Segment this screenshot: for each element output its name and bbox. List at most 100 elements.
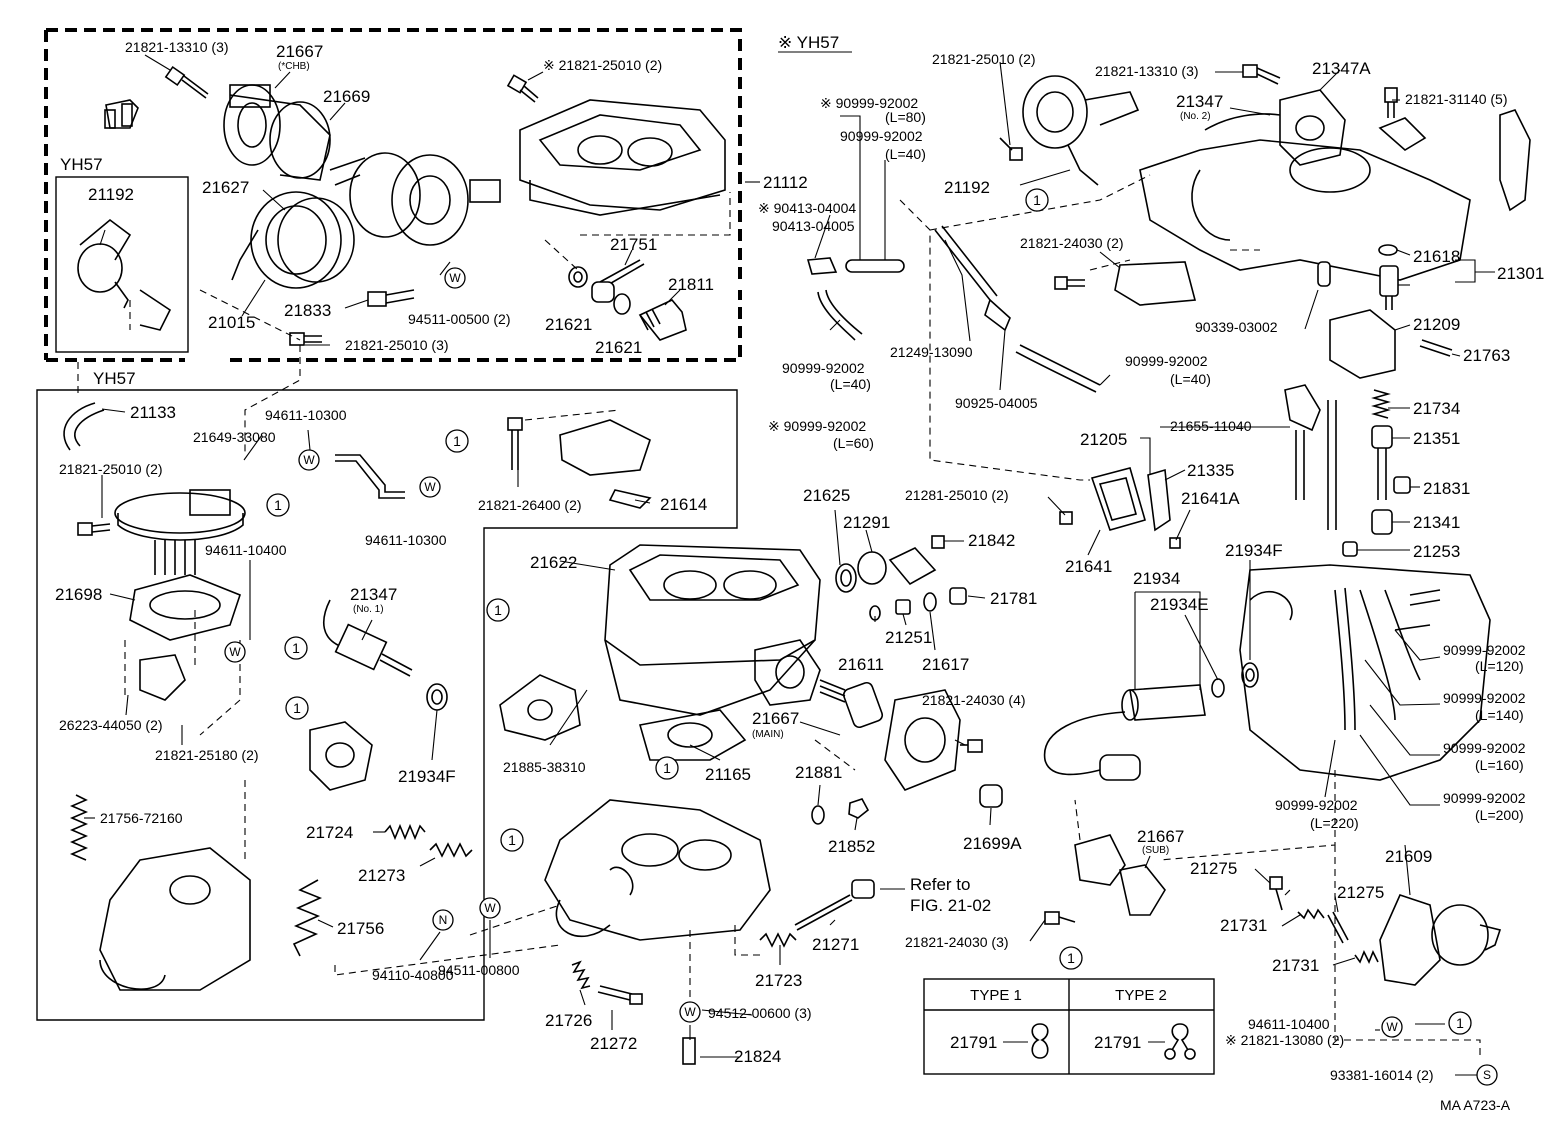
part-label: 21821-31140 (5): [1405, 91, 1507, 107]
part-label: 21301: [1497, 264, 1544, 283]
yh57-inset-b: [36, 389, 738, 1021]
part-label: 21669: [323, 87, 370, 106]
lever-21614: [559, 419, 652, 509]
valve-21347-no2: [1204, 89, 1346, 166]
part-label: 21618: [1413, 247, 1460, 266]
circled-1-e: 1: [486, 598, 510, 622]
part-label: 21253: [1413, 542, 1460, 561]
part-label: 21275: [1337, 883, 1384, 902]
part-label: 90999-92002: [782, 360, 865, 376]
sensor-21301: [1379, 265, 1399, 310]
part-label: 21756: [337, 919, 384, 938]
part-label: 21699A: [963, 834, 1022, 853]
part-label: 21821-24030 (4): [922, 692, 1026, 708]
part-label: 21821-25010 (2): [59, 461, 163, 477]
plug-90339: [1317, 261, 1331, 287]
svg-text:W: W: [484, 901, 496, 915]
spring-21734: [1371, 389, 1391, 419]
n-symbol: N: [432, 909, 454, 931]
hoses-90999-right: [1334, 587, 1441, 731]
circled-1-c: 1: [284, 636, 308, 660]
part-label: 21112: [763, 173, 808, 192]
part-label: 94611-10400: [205, 542, 287, 558]
hose-21133: [63, 402, 105, 451]
part-label: 90999-92002: [1125, 353, 1208, 369]
part-label: 21609: [1385, 847, 1432, 866]
part-label: (No. 2): [1180, 111, 1211, 122]
part-label: ※ 21821-25010 (2): [543, 57, 662, 73]
filter-90925-04005: [984, 298, 1011, 332]
part-label: 21934: [1133, 569, 1180, 588]
part-label: 21885-38310: [503, 759, 586, 775]
choke-housing-21667: [223, 84, 331, 181]
part-label: 21821-13310 (3): [125, 39, 229, 55]
part-label: (L=200): [1475, 807, 1524, 823]
plug-21781: [949, 587, 967, 605]
part-label: 21667: [276, 42, 323, 61]
s-symbol: S: [1476, 1064, 1498, 1086]
choke-cover-21627: [231, 191, 355, 289]
plug-21251: [895, 599, 911, 615]
part-label: 21621: [595, 338, 642, 357]
solenoid-assembly-21205: [1284, 384, 1321, 500]
spring-21273: [429, 842, 473, 858]
part-label: 21273: [358, 866, 405, 885]
hose-90999-92002-l40-b: [1015, 344, 1101, 393]
carburetor-throttle-body-yh57: [99, 847, 251, 991]
hose-90999-92002-l40: [817, 289, 863, 341]
circled-1-i: 1: [1059, 946, 1083, 970]
yh57-inset-a: [55, 176, 189, 353]
circled-1-d: 1: [285, 696, 309, 720]
part-label: 21724: [306, 823, 353, 842]
inset-label-yh57-a: YH57: [60, 155, 103, 174]
part-label: 21763: [1463, 346, 1510, 365]
part-label: 90999-92002: [840, 128, 923, 144]
clip-21641A: [1169, 537, 1181, 549]
part-label: 21667: [1137, 827, 1184, 846]
bolt-21821-13310-b: [1242, 64, 1281, 85]
part-label: 21934E: [1150, 595, 1209, 614]
part-labels: 21821-13310 (3) 21667 (*CHB) 21669 ※ 218…: [55, 39, 1544, 1083]
part-label: 90999-92002: [1443, 690, 1526, 706]
part-label: ※ 90999-92002: [820, 95, 918, 111]
part-label: 21781: [990, 589, 1037, 608]
nut-21852: [848, 798, 870, 819]
circled-1-g: 1: [500, 828, 524, 852]
part-label: (L=40): [830, 376, 871, 392]
part-label: 21881: [795, 763, 842, 782]
svg-text:1: 1: [453, 433, 461, 449]
part-label: 21281-25010 (2): [905, 487, 1009, 503]
carburetor-base-assembly: [544, 799, 771, 941]
part-label: 21734: [1413, 399, 1460, 418]
part-label: 21731: [1220, 916, 1267, 935]
part-label: (L=160): [1475, 757, 1524, 773]
vacuum-switch-21192-a: [77, 218, 172, 331]
leader-lines: [84, 54, 1495, 1076]
screw-21821-25010-3: [289, 332, 322, 346]
part-label: 21192: [944, 178, 990, 197]
part-label: 21731: [1272, 956, 1319, 975]
washer-21617: [923, 592, 937, 612]
rod-21655: [1327, 400, 1337, 530]
part-label: 21934F: [1225, 541, 1283, 560]
fitting-21831: [1393, 476, 1411, 494]
part-label: 21726: [545, 1011, 592, 1030]
nut-21881: [811, 805, 825, 825]
part-label: 90339-03002: [1195, 319, 1278, 335]
pin-21763: [1419, 339, 1453, 357]
gasket-21165: [638, 709, 747, 761]
svg-text:1: 1: [274, 497, 282, 513]
part-label: (L=140): [1475, 707, 1524, 723]
part-label: 21934F: [398, 767, 456, 786]
svg-text:W: W: [684, 1005, 696, 1019]
part-label: 21341: [1413, 513, 1460, 532]
part-label: 21831: [1423, 479, 1470, 498]
part-label: 90999-92002: [1443, 740, 1526, 756]
bolt-21821-26400: [507, 417, 523, 470]
part-label: 94611-10300: [365, 532, 447, 548]
part-label: 21622: [530, 553, 577, 572]
o-ring-21618: [1378, 244, 1398, 256]
bracket-21821-24030: [1114, 261, 1197, 306]
screw-21275-b: [1327, 911, 1349, 944]
